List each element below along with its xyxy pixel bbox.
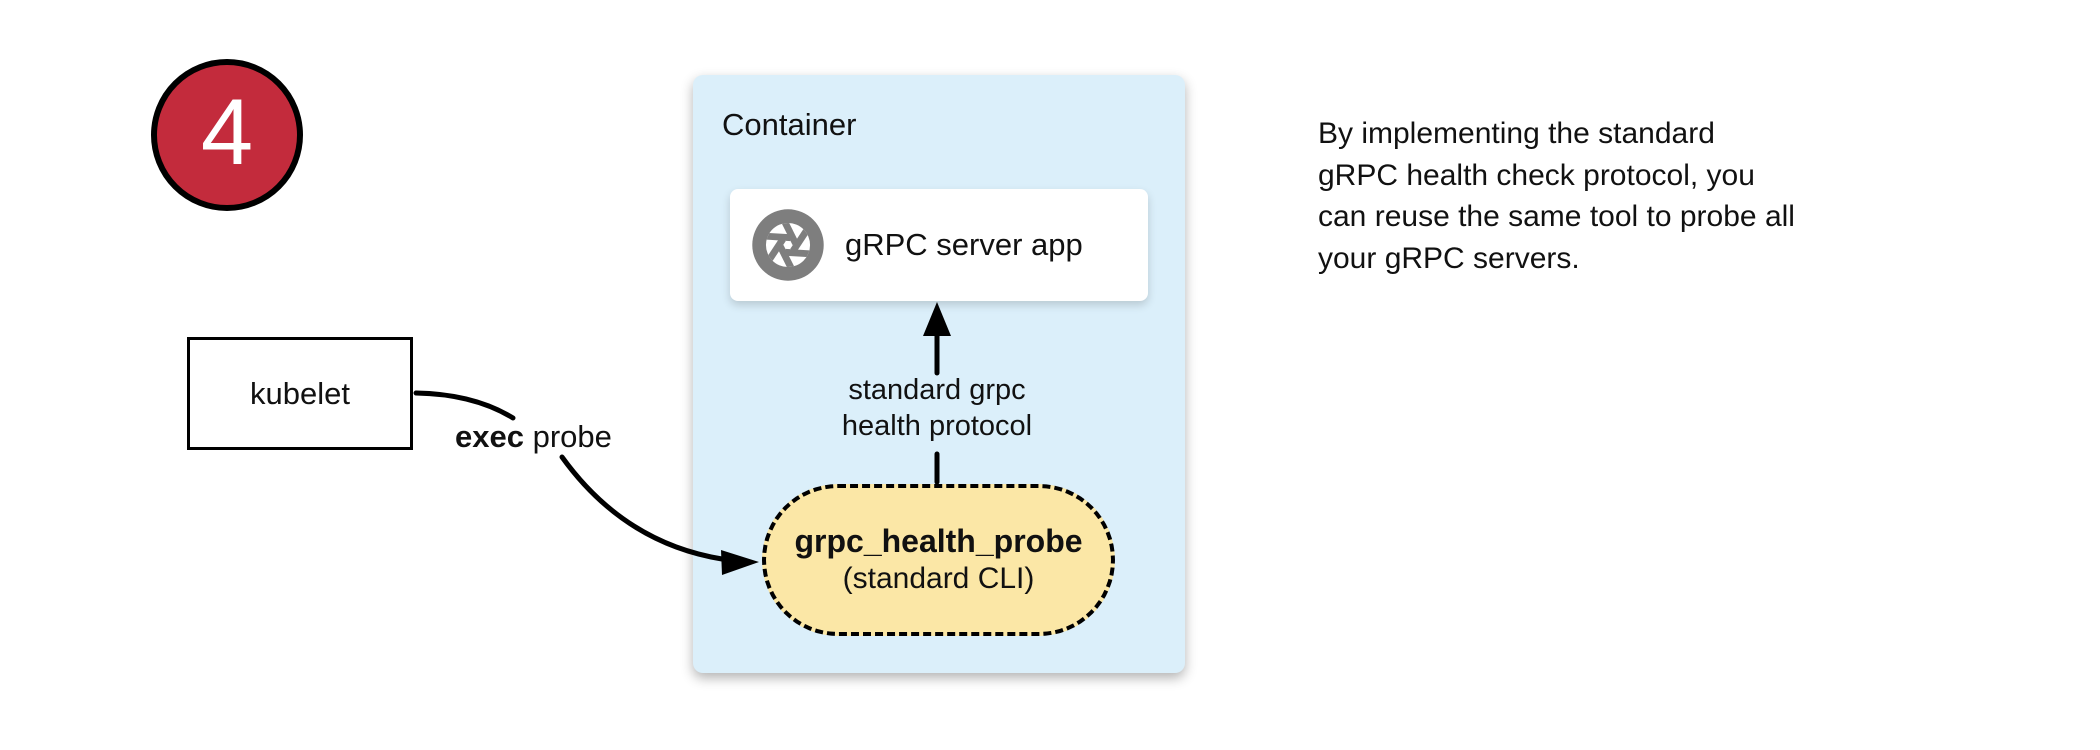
aperture-icon bbox=[752, 209, 824, 281]
grpc-health-probe-box: grpc_health_probe (standard CLI) bbox=[762, 484, 1115, 636]
health-protocol-line1: standard grpc bbox=[848, 374, 1026, 406]
probe-subtitle: (standard CLI) bbox=[842, 562, 1035, 595]
exec-probe-label-bold: exec bbox=[455, 419, 524, 454]
note-line: By implementing the standard bbox=[1318, 117, 1715, 150]
step-number: 4 bbox=[200, 79, 254, 184]
step-badge: 4 bbox=[151, 59, 303, 211]
health-protocol-label: standard grpc health protocol bbox=[842, 372, 1032, 444]
exec-probe-label: exec probe bbox=[455, 419, 612, 455]
note-line: can reuse the same tool to probe all bbox=[1318, 200, 1795, 233]
note-line: gRPC health check protocol, you bbox=[1318, 158, 1755, 192]
exec-probe-arrow bbox=[413, 390, 725, 562]
kubelet-label: kubelet bbox=[250, 375, 350, 411]
container-box: Container gRPC server app bbox=[693, 75, 1185, 673]
health-protocol-line2: health protocol bbox=[841, 410, 1033, 442]
probe-name: grpc_health_probe bbox=[794, 523, 1083, 559]
grpc-server-label: gRPC server app bbox=[845, 227, 1083, 262]
note-line: your gRPC servers. bbox=[1318, 241, 1580, 275]
note-text: By implementing the standard gRPC health… bbox=[1318, 113, 1795, 279]
container-title: Container bbox=[722, 107, 857, 142]
kubelet-box: kubelet bbox=[187, 337, 413, 450]
grpc-server-box: gRPC server app bbox=[730, 189, 1148, 301]
exec-probe-label-rest: probe bbox=[523, 419, 612, 454]
